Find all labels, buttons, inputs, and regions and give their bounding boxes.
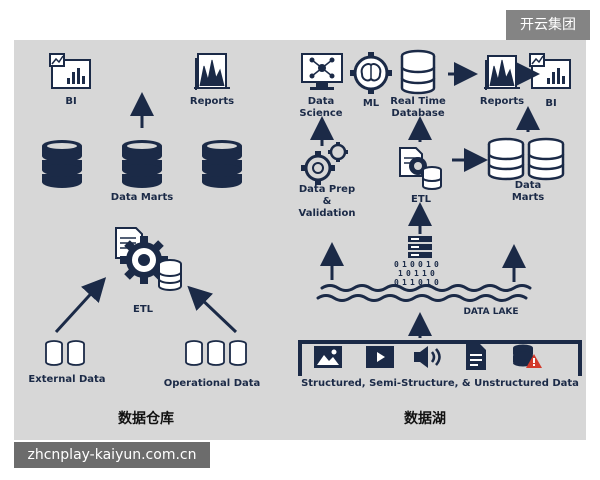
svg-text:0: 0 xyxy=(418,278,423,287)
data-mart-1-icon xyxy=(42,140,82,188)
svg-text:0: 0 xyxy=(394,260,399,269)
data-science-network-icon xyxy=(301,53,343,90)
real-time-database-icon xyxy=(400,49,436,95)
document-icon xyxy=(466,344,486,370)
lake-data-marts-icon xyxy=(487,137,565,181)
wh-etl-label: ETL xyxy=(132,304,154,315)
svg-text:1: 1 xyxy=(426,278,431,287)
real-time-database-label: Real Time Database xyxy=(390,96,446,119)
ml-brain-gear-icon xyxy=(350,52,392,94)
arrow-external-to-etl xyxy=(54,277,107,334)
svg-text:1: 1 xyxy=(410,278,415,287)
svg-text:0: 0 xyxy=(406,269,411,278)
lake-etl-label: ETL xyxy=(410,194,432,205)
data-prep-gears-icon xyxy=(301,142,348,185)
svg-text:1: 1 xyxy=(398,269,403,278)
svg-text:0: 0 xyxy=(418,260,423,269)
server-stack-icon xyxy=(408,236,432,258)
warehouse-title: 数据仓库 xyxy=(118,411,174,427)
svg-text:1: 1 xyxy=(402,260,407,269)
svg-text:0: 0 xyxy=(434,278,439,287)
lake-etl-doc-db-icon xyxy=(399,147,442,190)
sources-bracket xyxy=(298,340,582,376)
reports-chart-icon xyxy=(194,53,230,90)
lake-data-marts-label: Data Marts xyxy=(511,180,545,203)
operational-data-db-icon xyxy=(185,340,247,366)
operational-data-label: Operational Data xyxy=(163,378,261,389)
sources-label: Structured, Semi-Structure, & Unstructur… xyxy=(301,378,579,389)
audio-speaker-icon xyxy=(414,346,441,368)
image-icon xyxy=(314,346,342,368)
data-mart-3-icon xyxy=(202,140,242,188)
database-warning-icon xyxy=(513,344,542,368)
video-icon xyxy=(366,346,394,368)
url-watermark: zhcnplay-kaiyun.com.cn xyxy=(14,442,210,468)
wh-bi-label: BI xyxy=(65,96,77,107)
svg-text:1: 1 xyxy=(422,269,427,278)
lake-reports-label: Reports xyxy=(479,96,525,107)
data-science-label: Data Science xyxy=(299,96,343,119)
svg-text:0: 0 xyxy=(394,278,399,287)
arrow-operational-to-etl xyxy=(187,285,238,334)
svg-text:1: 1 xyxy=(426,260,431,269)
etl-gear-icon xyxy=(115,227,182,291)
wh-reports-label: Reports xyxy=(189,96,235,107)
external-data-db-icon xyxy=(45,340,85,366)
svg-text:1: 1 xyxy=(402,278,407,287)
external-data-label: External Data xyxy=(28,374,106,385)
data-warehouse-panel xyxy=(14,40,294,440)
bi-dashboard-icon xyxy=(49,53,91,89)
lake-title: 数据湖 xyxy=(404,411,446,427)
brand-watermark: 开云集团 xyxy=(506,10,590,40)
data-mart-2-icon xyxy=(122,140,162,188)
svg-text:0: 0 xyxy=(410,260,415,269)
svg-text:0: 0 xyxy=(434,260,439,269)
data-lake-label: DATA LAKE xyxy=(463,307,519,317)
svg-text:0: 0 xyxy=(430,269,435,278)
ml-label: ML xyxy=(362,98,380,109)
wh-data-marts-label: Data Marts xyxy=(110,192,174,203)
data-prep-label: Data Prep & Validation xyxy=(298,184,356,219)
lake-bi-label: BI xyxy=(545,98,557,109)
svg-text:1: 1 xyxy=(414,269,419,278)
